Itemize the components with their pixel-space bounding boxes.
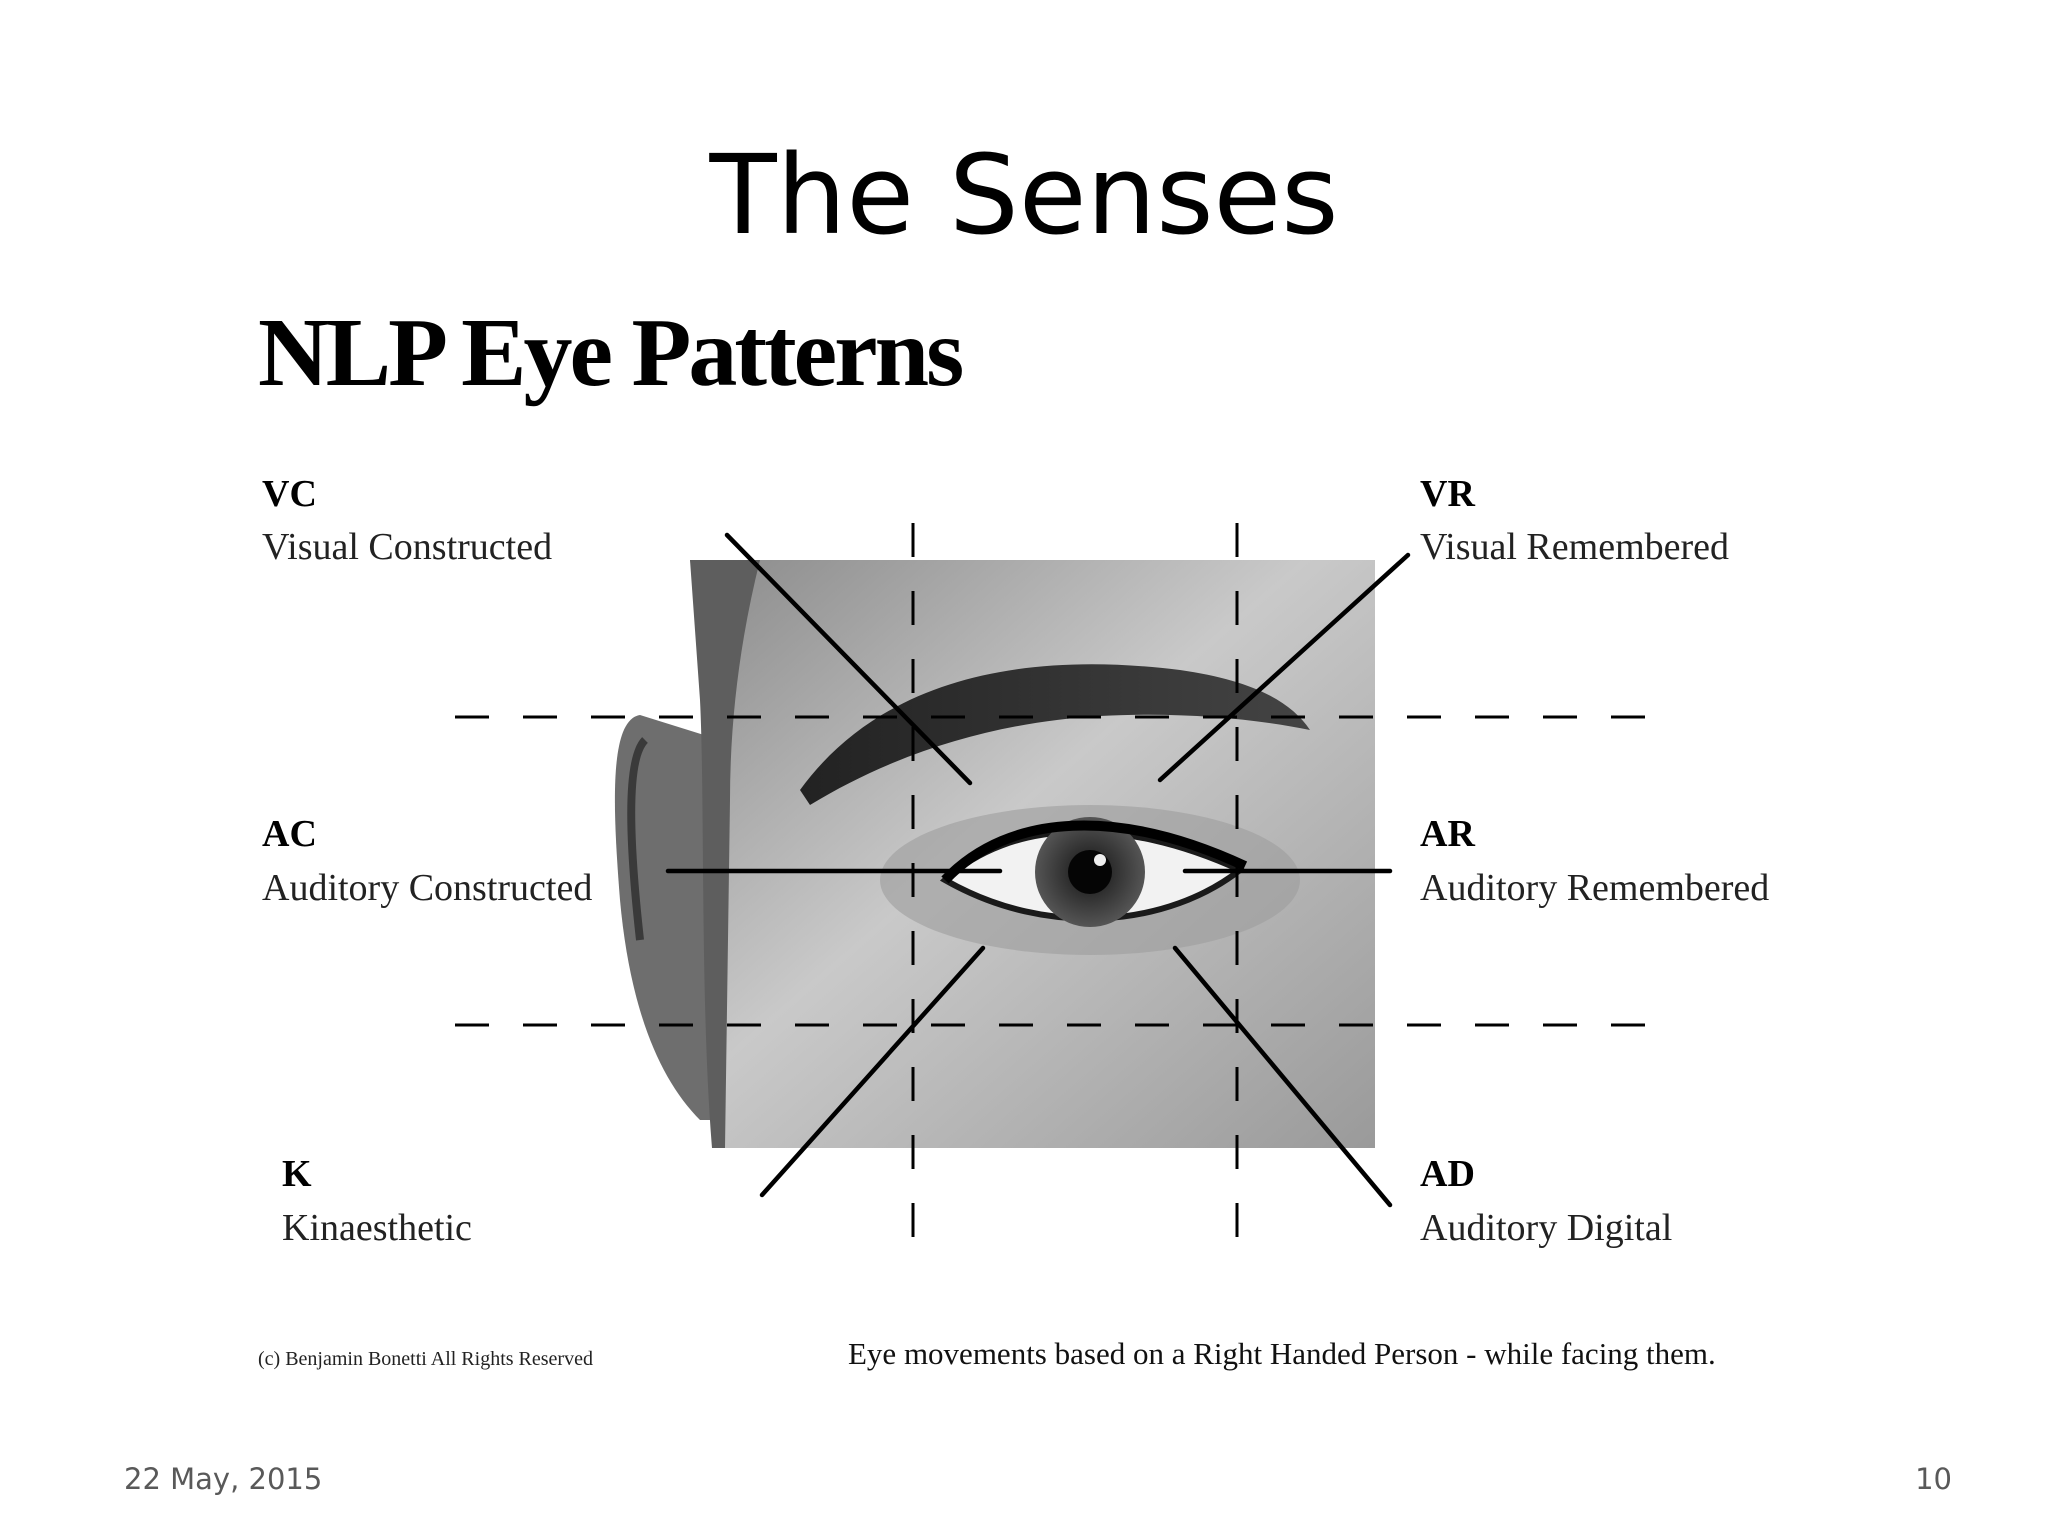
zone-vc-code: VC bbox=[262, 473, 317, 515]
zone-k-name: Kinaesthetic bbox=[282, 1207, 472, 1249]
face-photo bbox=[690, 560, 1375, 1148]
face-ear bbox=[614, 715, 720, 1120]
zone-ar-name: Auditory Remembered bbox=[1420, 867, 1770, 909]
footer-page-number: 10 bbox=[1915, 1462, 1952, 1496]
pointer-ad bbox=[1172, 945, 1393, 1208]
gaze-pointers bbox=[665, 532, 1411, 1208]
zone-k-code: K bbox=[282, 1153, 312, 1195]
slide-title: The Senses bbox=[709, 131, 1339, 259]
zone-vc-name: Visual Constructed bbox=[262, 526, 553, 568]
pointer-vc bbox=[724, 532, 973, 786]
gaze-grid bbox=[455, 523, 1670, 1250]
footer-date: 22 May, 2015 bbox=[124, 1462, 323, 1496]
figure-title: NLP Eye Patterns bbox=[258, 299, 964, 407]
zone-ar-code: AR bbox=[1420, 813, 1475, 855]
zone-ac-name: Auditory Constructed bbox=[262, 867, 593, 909]
zone-ac-code: AC bbox=[262, 813, 317, 855]
pointer-k bbox=[759, 945, 986, 1198]
zone-vr-name: Visual Remembered bbox=[1420, 526, 1730, 568]
figure-caption: Eye movements based on a Right Handed Pe… bbox=[848, 1336, 1716, 1371]
zone-ad-name: Auditory Digital bbox=[1420, 1207, 1673, 1249]
zone-ad-code: AD bbox=[1420, 1153, 1475, 1195]
copyright-notice: (c) Benjamin Bonetti All Rights Reserved bbox=[258, 1348, 593, 1370]
zone-vr-code: VR bbox=[1420, 473, 1475, 515]
pointer-vr bbox=[1157, 552, 1411, 783]
